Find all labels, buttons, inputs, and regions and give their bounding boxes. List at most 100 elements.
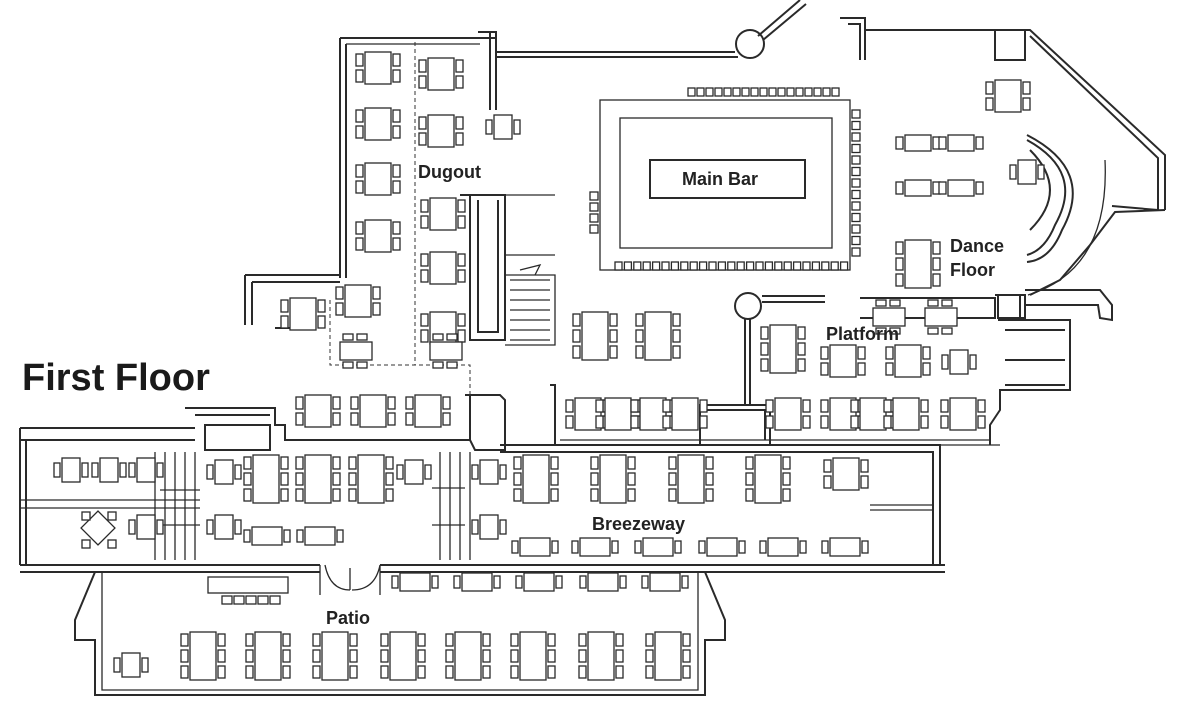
chair — [282, 665, 291, 679]
chair — [861, 540, 869, 554]
chair — [107, 539, 117, 549]
chair — [392, 53, 401, 67]
bar-stool — [822, 87, 831, 97]
dining-table — [1017, 159, 1037, 185]
bar-stool — [736, 261, 745, 271]
chair — [699, 399, 708, 413]
chair — [572, 329, 581, 343]
chair — [420, 215, 429, 229]
chair — [445, 633, 454, 647]
chair — [682, 665, 691, 679]
chair — [550, 488, 559, 502]
dining-table — [581, 311, 609, 361]
dining-table — [429, 251, 457, 285]
chair — [885, 346, 894, 360]
chair — [875, 327, 887, 335]
dining-table — [947, 134, 975, 152]
chair — [91, 462, 99, 478]
chair — [355, 53, 364, 67]
booth-table — [579, 537, 611, 557]
chair — [280, 315, 289, 329]
chair — [927, 299, 939, 307]
chair — [975, 181, 984, 195]
dining-table — [364, 107, 392, 141]
dining-table — [829, 344, 857, 378]
dining-table — [892, 397, 920, 431]
chair — [745, 488, 754, 502]
chair — [405, 396, 414, 410]
chair — [482, 633, 491, 647]
dining-table — [427, 57, 455, 91]
chair — [180, 633, 189, 647]
chair — [578, 633, 587, 647]
chair — [547, 633, 556, 647]
dining-table — [493, 114, 513, 140]
chair — [941, 327, 953, 335]
chair — [206, 464, 214, 480]
chair — [206, 519, 214, 535]
chair — [738, 540, 746, 554]
bar-stool — [851, 120, 861, 131]
bar-stool — [623, 261, 633, 271]
chair — [932, 257, 941, 271]
chair — [418, 59, 427, 73]
chair — [985, 97, 994, 111]
bar-stool — [851, 224, 861, 234]
dance-floor-label-line1: Dance — [950, 236, 1004, 256]
chair — [572, 313, 581, 327]
chair — [349, 649, 358, 663]
dining-table — [61, 457, 81, 483]
booth-table — [767, 537, 799, 557]
chair — [217, 633, 226, 647]
chair — [350, 412, 359, 426]
chair — [336, 529, 344, 543]
chair — [53, 462, 61, 478]
chair — [355, 164, 364, 178]
chair — [349, 633, 358, 647]
chair — [245, 595, 257, 605]
chair — [446, 361, 458, 369]
chair — [977, 399, 986, 413]
bar-stool — [759, 87, 768, 97]
booth-table — [461, 572, 493, 592]
dining-table — [754, 454, 782, 504]
chair — [875, 299, 887, 307]
chair — [81, 511, 91, 521]
chair — [380, 665, 389, 679]
bar-stool — [813, 87, 822, 97]
dining-table — [364, 219, 392, 253]
chair — [820, 346, 829, 360]
bar-stool — [811, 261, 821, 271]
chair — [682, 633, 691, 647]
bar-stool — [764, 261, 774, 271]
breezeway-label: Breezeway — [592, 514, 685, 534]
chair — [332, 456, 341, 470]
dining-table — [774, 397, 802, 431]
chair — [860, 475, 869, 489]
chair — [551, 540, 559, 554]
chair — [356, 333, 368, 341]
chair — [295, 396, 304, 410]
chair — [243, 456, 252, 470]
bar-stool — [851, 166, 861, 177]
bar-stool — [851, 189, 861, 200]
dining-table — [364, 162, 392, 196]
chair — [550, 472, 559, 486]
dining-table — [924, 307, 958, 327]
chair — [883, 415, 892, 429]
chair — [356, 361, 368, 369]
booth-table — [399, 572, 431, 592]
chair — [668, 456, 677, 470]
chair — [432, 361, 444, 369]
chair — [1022, 81, 1031, 95]
bar-stool — [589, 213, 599, 223]
booth-table — [706, 537, 738, 557]
dining-table — [121, 652, 141, 678]
bar-stool — [696, 87, 705, 97]
chair — [932, 273, 941, 287]
chair — [857, 346, 866, 360]
chair — [392, 164, 401, 178]
chair — [615, 649, 624, 663]
bar-stool — [732, 87, 741, 97]
chair — [630, 399, 639, 413]
